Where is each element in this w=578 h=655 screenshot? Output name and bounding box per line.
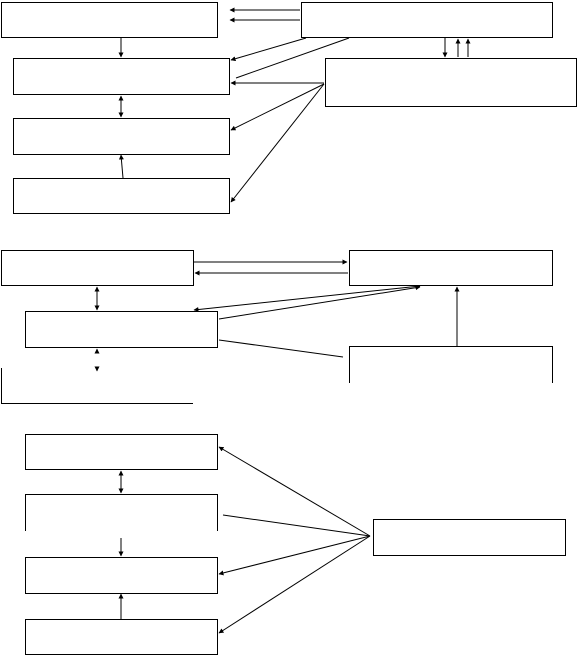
s1-edge-d-to-e — [230, 83, 325, 131]
s2-box-c — [25, 311, 218, 348]
s1-box-c — [13, 58, 230, 95]
section-2 — [1, 250, 553, 404]
s1-edge-b-to-c-2 — [235, 37, 350, 79]
s3-box-b — [25, 494, 218, 531]
section-3 — [25, 434, 566, 655]
s1-edge-f-to-e — [118, 154, 124, 179]
s2-box-b — [349, 250, 553, 286]
s3-edge-b-to-e — [222, 514, 371, 537]
s3-edge-e-to-a — [218, 446, 371, 537]
s2-edge-b-to-c — [193, 285, 421, 313]
s2-open-frame — [1, 368, 193, 404]
s3-box-e — [373, 519, 566, 556]
s1-edge-d-to-f — [230, 83, 325, 203]
s1-box-b — [301, 2, 553, 38]
s1-box-a — [1, 2, 218, 38]
s3-box-a — [25, 434, 218, 470]
s3-box-c — [25, 557, 218, 594]
s2-box-d — [349, 346, 553, 383]
s1-box-f — [13, 178, 230, 214]
s2-edge-c-to-d — [218, 339, 344, 358]
s3-edge-e-to-c — [218, 535, 371, 576]
s3-box-d — [25, 619, 218, 655]
s1-edge-b-to-c — [230, 37, 307, 62]
s1-box-e — [13, 118, 230, 155]
s1-box-d — [325, 58, 577, 107]
s2-box-a — [1, 250, 194, 286]
s3-edge-e-to-d — [218, 535, 371, 634]
section-1 — [1, 2, 577, 214]
s2-edge-c-to-b — [218, 285, 421, 320]
